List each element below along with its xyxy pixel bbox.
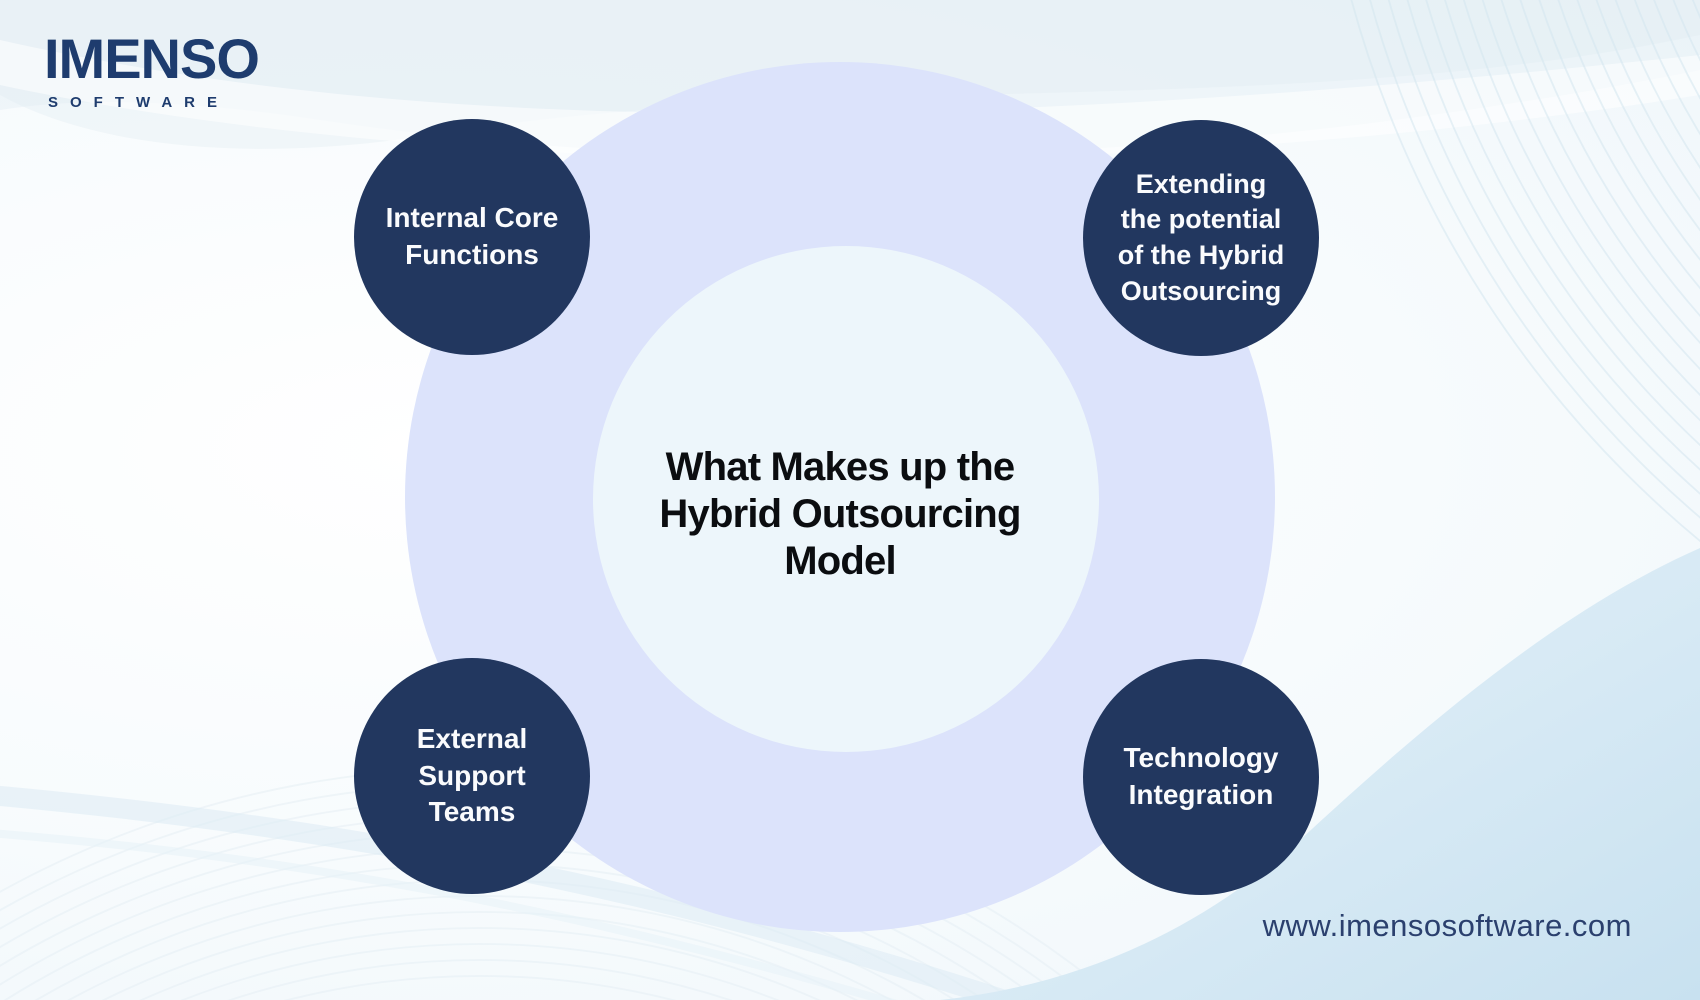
corner-line-fan <box>1350 0 1700 542</box>
logo-subtitle: SOFTWARE <box>48 93 229 111</box>
website-url: www.imensosoftware.com <box>1262 908 1632 943</box>
logo-wordmark: IMENSO <box>44 27 260 90</box>
imenso-logo: IMENSO SOFTWARE <box>44 27 260 111</box>
